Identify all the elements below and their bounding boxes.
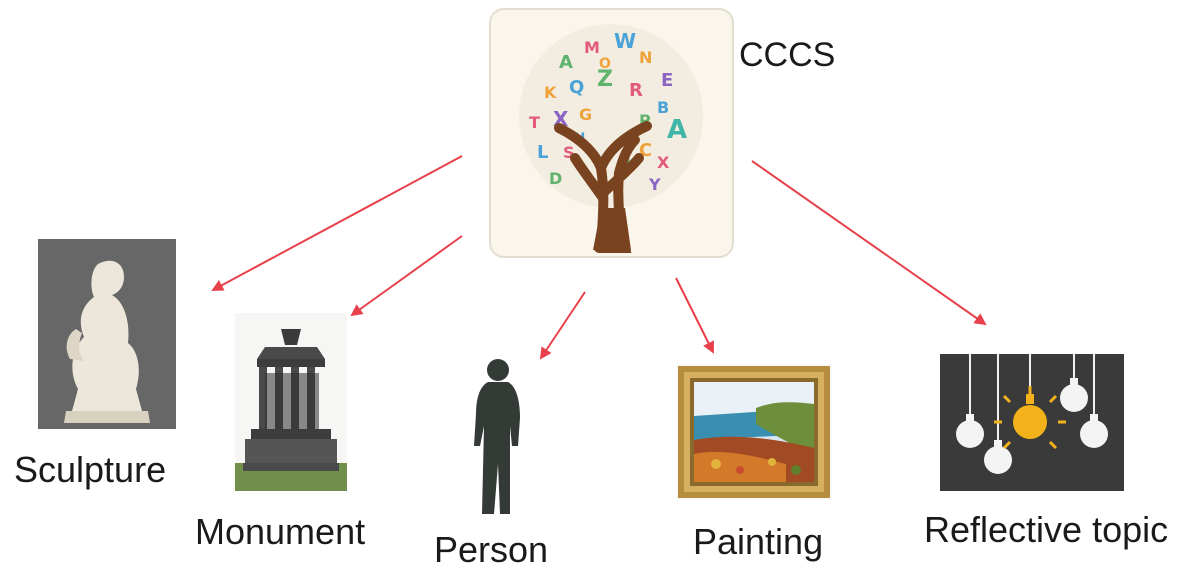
svg-text:W: W — [614, 29, 636, 53]
svg-text:M: M — [584, 38, 600, 57]
arrow-to-sculpture — [211, 155, 463, 291]
svg-text:R: R — [629, 80, 643, 101]
reflective-topic-label: Reflective topic — [924, 509, 1169, 550]
monument-icon — [235, 313, 347, 491]
svg-text:O: O — [599, 56, 611, 72]
svg-text:A: A — [559, 52, 573, 73]
person-label: Person — [434, 529, 549, 570]
arrow-to-reflective-topic — [751, 160, 987, 326]
center-label: CCCS — [739, 36, 836, 74]
arrow-to-person — [539, 291, 586, 360]
person-tile — [470, 354, 524, 518]
svg-text:A: A — [667, 115, 687, 145]
framed-painting-icon — [676, 364, 832, 500]
svg-text:L: L — [537, 142, 548, 163]
svg-text:G: G — [579, 105, 592, 124]
person-silhouette-icon — [470, 354, 524, 518]
svg-text:D: D — [549, 169, 562, 188]
svg-text:Q: Q — [569, 77, 584, 98]
sculpture-label: Sculpture — [14, 449, 167, 490]
svg-text:T: T — [529, 113, 540, 132]
arrow-to-monument — [350, 235, 463, 317]
svg-text:Y: Y — [648, 175, 661, 194]
svg-text:N: N — [639, 48, 652, 67]
alphabet-tree-icon: A M W N E K Q Z R B T X G P A L S C X D … — [489, 8, 734, 258]
monument-label: Monument — [195, 511, 366, 552]
svg-text:X: X — [657, 153, 670, 172]
arrow-to-painting — [675, 277, 714, 354]
sculpture-icon — [38, 239, 176, 429]
svg-text:Z: Z — [597, 67, 613, 92]
light-bulbs-icon — [940, 354, 1124, 491]
reflective-topic-tile — [940, 354, 1124, 491]
monument-tile — [235, 313, 347, 491]
svg-text:S: S — [563, 143, 575, 162]
sculpture-tile — [38, 239, 176, 429]
center-node: A M W N E K Q Z R B T X G P A L S C X D … — [489, 8, 734, 258]
painting-tile — [676, 364, 832, 500]
svg-text:B: B — [657, 98, 669, 117]
svg-text:K: K — [544, 83, 557, 102]
painting-label: Painting — [693, 521, 824, 562]
svg-text:E: E — [661, 70, 673, 91]
